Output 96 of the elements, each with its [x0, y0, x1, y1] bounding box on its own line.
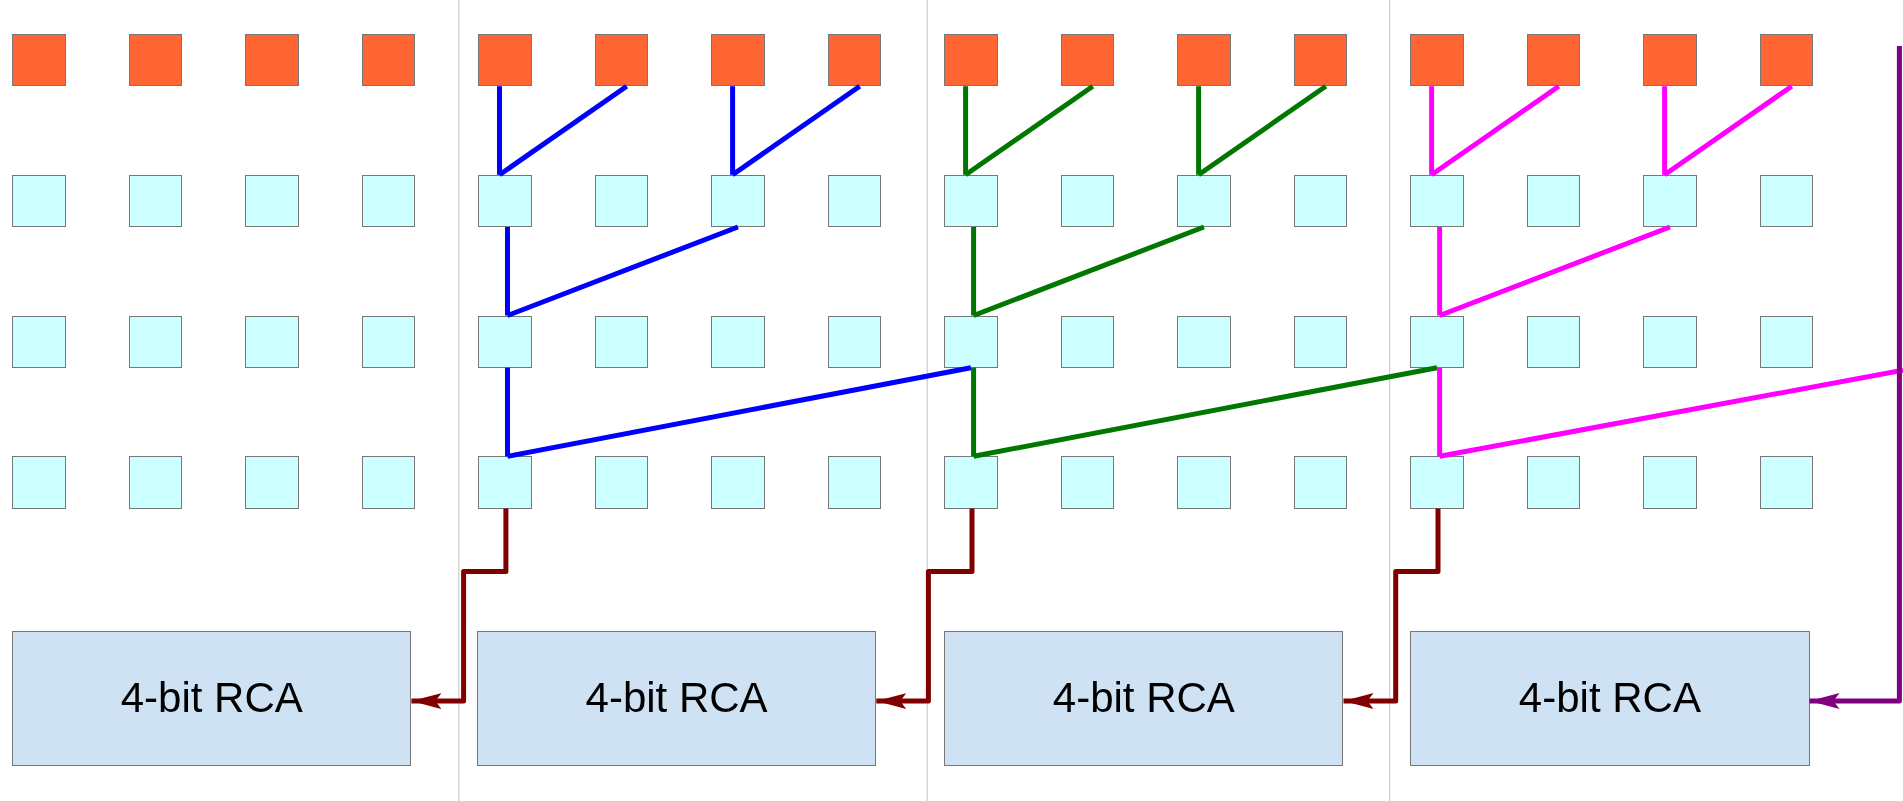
cell-square: [827, 174, 882, 227]
connector-line: [1438, 224, 1671, 318]
cell-square: [1060, 456, 1115, 509]
cell-square: [1410, 456, 1464, 509]
connector-line: [973, 365, 1438, 459]
cell-square: [827, 315, 882, 368]
cell-square: [1410, 174, 1464, 227]
input-square: [1410, 33, 1464, 87]
cell-square: [944, 315, 998, 368]
connector-line: [505, 227, 510, 316]
connector-line: [497, 86, 502, 175]
adder-box: 4-bit RCA: [476, 631, 877, 766]
input-square: [361, 33, 416, 87]
cell-square: [1643, 174, 1697, 227]
cell-square: [128, 174, 183, 227]
input-square: [1293, 33, 1348, 87]
input-square: [12, 33, 66, 87]
connector-line: [1437, 367, 1443, 457]
cell-square: [1293, 315, 1348, 368]
adder-box: 4-bit RCA: [944, 631, 1344, 766]
cell-square: [594, 315, 649, 368]
cell-square: [1526, 174, 1581, 227]
cell-square: [128, 456, 183, 509]
connector-line: [1439, 367, 1903, 459]
cell-square: [1759, 174, 1814, 227]
cell-square: [1643, 315, 1697, 368]
input-square: [1177, 33, 1231, 87]
cell-square: [12, 315, 66, 368]
cell-square: [361, 456, 416, 509]
input-square: [1759, 33, 1814, 87]
cell-square: [1293, 174, 1348, 227]
cell-square: [1060, 174, 1115, 227]
cell-square: [12, 456, 66, 509]
cell-square: [711, 315, 765, 368]
cell-square: [245, 456, 299, 509]
cell-square: [1759, 315, 1814, 368]
connector-line: [731, 84, 862, 177]
arrow: [876, 508, 975, 710]
cell-square: [1060, 315, 1115, 368]
connector-line: [1430, 84, 1561, 177]
input-square: [1643, 33, 1697, 87]
connector-line: [1663, 84, 1794, 177]
connector-line: [1197, 84, 1328, 177]
cell-square: [478, 315, 532, 368]
connector-line: [506, 224, 739, 318]
cell-square: [1410, 315, 1464, 368]
connector-line: [1196, 86, 1202, 175]
input-square: [1060, 33, 1115, 87]
input-square: [944, 33, 998, 87]
input-square: [245, 33, 299, 87]
connector-line: [964, 84, 1095, 177]
cell-square: [1293, 456, 1348, 509]
cell-square: [594, 456, 649, 509]
connector-line: [730, 86, 736, 175]
cell-square: [12, 174, 66, 227]
cell-square: [594, 174, 649, 227]
cell-square: [1643, 456, 1697, 509]
cell-square: [1526, 315, 1581, 368]
input-square: [711, 33, 765, 87]
cell-square: [361, 174, 416, 227]
connector-line: [1429, 86, 1435, 175]
arrow: [411, 508, 509, 710]
connector-line: [507, 365, 972, 459]
arrow: [1809, 46, 1902, 710]
connector-line: [971, 367, 977, 457]
cell-square: [711, 456, 765, 509]
cell-square: [245, 174, 299, 227]
cell-square: [1177, 315, 1231, 368]
input-square: [594, 33, 649, 87]
connector-line: [498, 84, 629, 177]
cell-square: [827, 456, 882, 509]
input-square: [1526, 33, 1581, 87]
cell-square: [1759, 456, 1814, 509]
cell-square: [245, 315, 299, 368]
cell-square: [1177, 174, 1231, 227]
cell-square: [944, 456, 998, 509]
cell-square: [711, 174, 765, 227]
input-square: [827, 33, 882, 87]
arrow: [1343, 508, 1441, 710]
connector-line: [963, 86, 969, 175]
cell-square: [1177, 456, 1231, 509]
adder-box: 4-bit RCA: [1410, 631, 1810, 766]
cell-square: [944, 174, 998, 227]
connector-line: [1437, 227, 1443, 316]
connector-line: [505, 367, 510, 457]
connector-line: [972, 224, 1205, 318]
connector-line: [971, 227, 977, 316]
connector-line: [1662, 86, 1668, 175]
cell-square: [478, 174, 532, 227]
cell-square: [1526, 456, 1581, 509]
cell-square: [478, 456, 532, 509]
adder-box: 4-bit RCA: [12, 631, 412, 766]
input-square: [128, 33, 183, 87]
cell-square: [128, 315, 183, 368]
input-square: [478, 33, 532, 87]
cell-square: [361, 315, 416, 368]
